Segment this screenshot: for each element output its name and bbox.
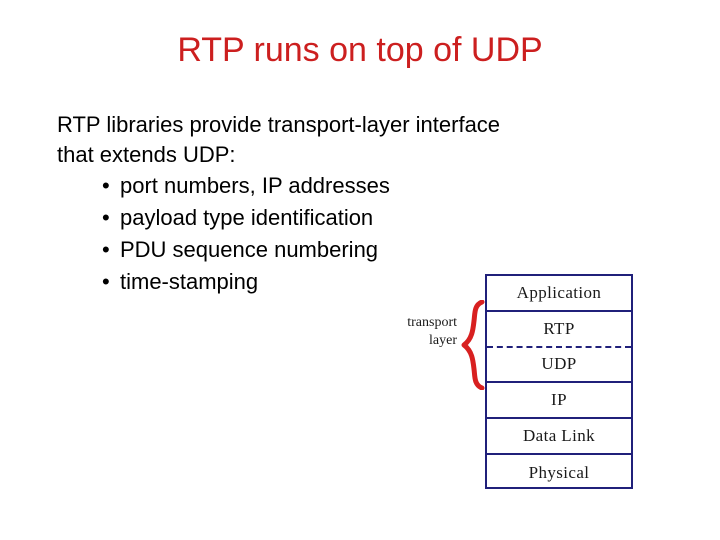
body-content: RTP libraries provide transport-layer in… xyxy=(57,110,657,298)
list-item-label: PDU sequence numbering xyxy=(120,237,379,262)
page-title: RTP runs on top of UDP xyxy=(177,31,543,69)
list-item-label: payload type identification xyxy=(120,205,374,230)
body-line-2: that extends UDP: xyxy=(57,142,236,167)
list-item: • time-stamping xyxy=(57,266,657,298)
stack-layer-physical: Physical xyxy=(528,462,590,482)
stack-layer-rtp: RTP xyxy=(487,312,631,348)
transport-layer-caption: transport layer xyxy=(380,314,457,350)
list-item: • payload type identification xyxy=(57,202,657,234)
list-item: • PDU sequence numbering xyxy=(57,234,657,266)
list-item-label: port numbers, IP addresses xyxy=(120,173,390,198)
transport-layer-caption-line1: transport xyxy=(407,315,457,330)
feature-bullet-list: • port numbers, IP addresses • payload t… xyxy=(57,170,657,298)
list-item-label: time-stamping xyxy=(120,269,259,294)
stack-layer-ip: IP xyxy=(487,383,631,420)
list-item: • port numbers, IP addresses xyxy=(57,170,657,202)
stack-layer-udp: UDP xyxy=(487,348,631,384)
stack-layer-data-link: Data Link xyxy=(487,419,631,455)
bullet-dot-icon: • xyxy=(102,237,110,262)
bullet-dot-icon: • xyxy=(102,205,110,230)
curly-brace-icon xyxy=(460,300,486,390)
transport-layer-caption-line2: layer xyxy=(429,333,457,348)
protocol-stack-diagram: transport layer Application RTP UDP IP D… xyxy=(380,268,640,498)
stack-layer-application: Application xyxy=(487,276,631,312)
stack-box: Application RTP UDP IP Data Link Physica… xyxy=(485,274,633,489)
bullet-dot-icon: • xyxy=(102,173,110,198)
bullet-dot-icon: • xyxy=(102,269,110,294)
body-line-1: RTP libraries provide transport-layer in… xyxy=(57,112,501,137)
